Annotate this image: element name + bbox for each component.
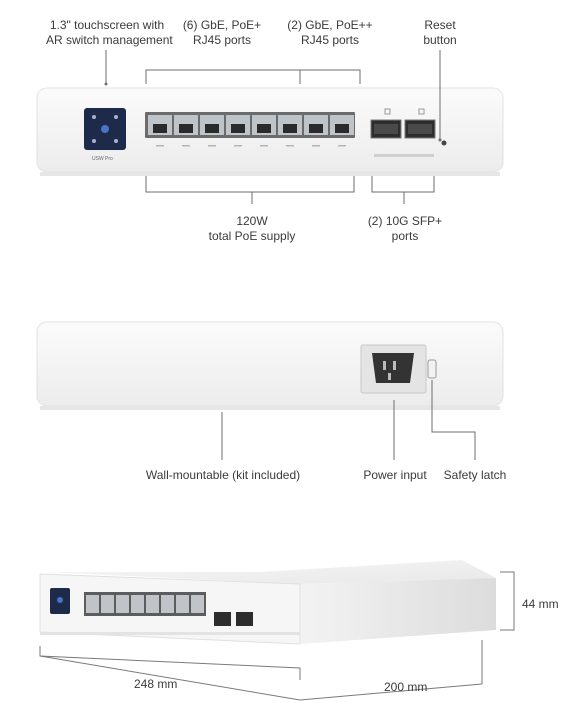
back-view [36, 321, 504, 460]
callout-gbe-poe-plus-line1: (2) GbE, PoE++ [287, 18, 373, 32]
perspective-top [44, 560, 496, 584]
callout-reset-line2: button [423, 33, 457, 47]
back-callout-lines [221, 380, 476, 460]
dimension-height: 44 mm [522, 597, 559, 611]
callout-gbe-poe-plus-line2: RJ45 ports [300, 33, 360, 47]
sfp-port-group [370, 108, 447, 157]
callout-gbe-poe-plus: (2) GbE, PoE++ RJ45 ports [282, 18, 378, 48]
callout-touchscreen-line1: 1.3" touchscreen with [49, 18, 165, 32]
callout-wall-mount: Wall-mountable (kit included) [145, 468, 301, 482]
dimension-depth: 200 mm [384, 680, 428, 694]
perspective-side [300, 578, 496, 644]
front-view: USW Pro [36, 50, 504, 204]
callout-sfp-line2: ports [391, 229, 419, 243]
callout-sfp-line1: (2) 10G SFP+ [367, 214, 443, 228]
front-chassis-base [40, 172, 500, 176]
callout-poe-supply: 120W total PoE supply [196, 214, 308, 244]
perspective-rj45-ports [84, 592, 206, 616]
safety-latch [427, 359, 437, 379]
callout-poe-supply-line1: 120W [236, 214, 268, 228]
perspective-sfp-2 [236, 612, 253, 626]
sfp-led-2 [418, 108, 425, 115]
device-label: USW Pro [92, 156, 113, 162]
sfp-led-1 [384, 108, 391, 115]
rj45-port-group [145, 112, 355, 147]
reset-button [441, 140, 447, 146]
callout-poe-supply-line2: total PoE supply [208, 229, 296, 243]
callout-safety-latch: Safety latch [443, 468, 507, 482]
callout-gbe-poe-line2: RJ45 ports [192, 33, 252, 47]
callout-reset-line1: Reset [424, 18, 456, 32]
callout-power-input: Power input [363, 468, 427, 482]
callout-touchscreen-line2: AR switch management [46, 33, 173, 47]
dimension-lines [39, 571, 515, 701]
perspective-view [39, 560, 515, 701]
front-callout-lines [105, 50, 441, 204]
callout-reset: Reset button [412, 18, 468, 48]
callout-touchscreen: 1.3" touchscreen with AR switch manageme… [46, 18, 173, 48]
callout-gbe-poe: (6) GbE, PoE+ RJ45 ports [176, 18, 268, 48]
callout-sfp: (2) 10G SFP+ ports [362, 214, 448, 244]
perspective-sfp-1 [214, 612, 231, 626]
callout-gbe-poe-line1: (6) GbE, PoE+ [182, 18, 262, 32]
dimension-width: 248 mm [134, 677, 178, 691]
